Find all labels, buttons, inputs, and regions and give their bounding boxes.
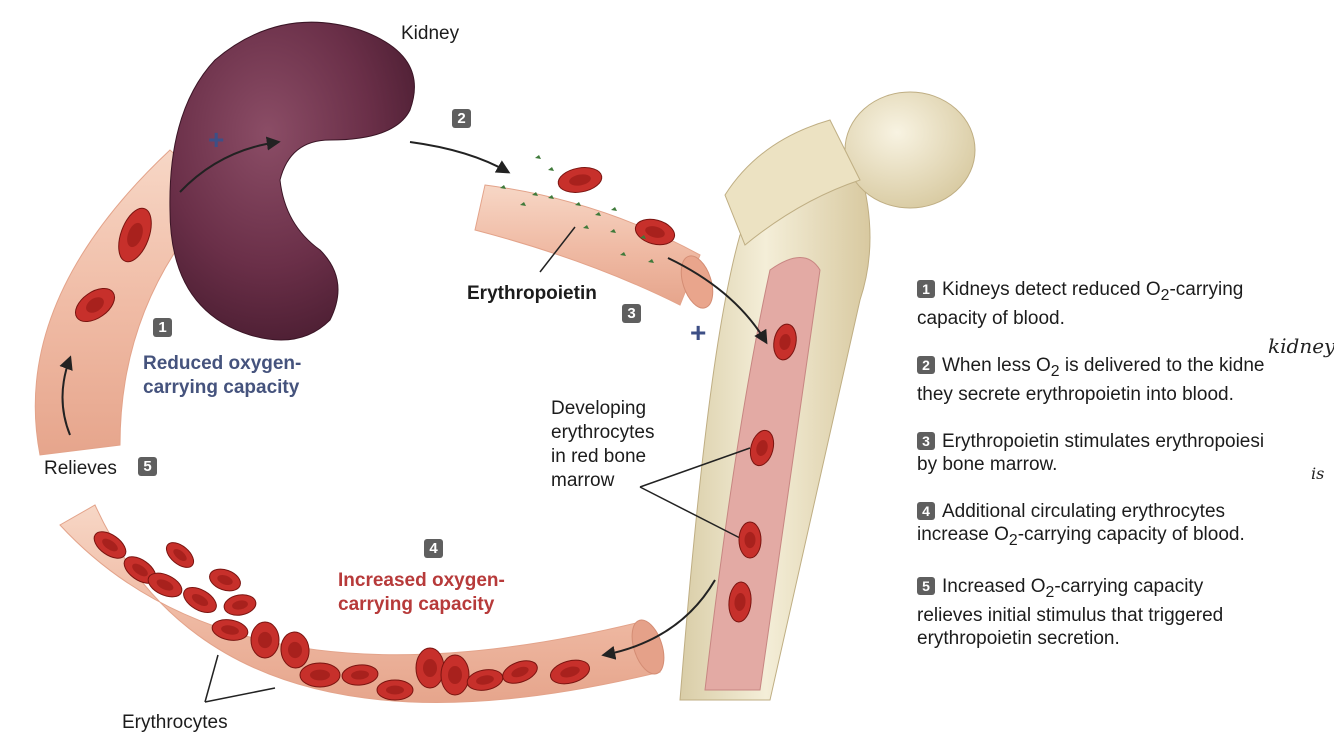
step-badge-4: 4 <box>424 539 443 558</box>
pointer-erythrocytes-2 <box>205 688 275 702</box>
kidney-illustration <box>170 22 415 340</box>
erythrocyte-center <box>258 632 272 648</box>
erythrocyte-center <box>745 532 756 548</box>
step-number-badge: 2 <box>917 356 935 374</box>
kidney-label: Kidney <box>401 22 459 45</box>
developing-label-line1: Developing <box>551 397 646 420</box>
step-number-badge: 4 <box>917 502 935 520</box>
increased-capacity-label-line2: carrying capacity <box>338 593 494 616</box>
erythrocyte-center <box>448 666 462 684</box>
developing-label-line3: in red bone <box>551 445 646 468</box>
erythrocytes-label: Erythrocytes <box>122 711 228 734</box>
step-badge-3: 3 <box>622 304 641 323</box>
stimulus-plus-sign-2: + <box>690 319 706 347</box>
pointer-erythrocytes-1 <box>205 655 218 702</box>
erythropoietin-molecule <box>535 155 541 159</box>
reduced-capacity-label-line1: Reduced oxygen- <box>143 352 301 375</box>
step-number-badge: 5 <box>917 577 935 595</box>
erythrocyte-center <box>386 686 404 695</box>
step-badge-1: 1 <box>153 318 172 337</box>
step-badge-2: 2 <box>452 109 471 128</box>
erythrocyte-center <box>423 659 437 677</box>
stimulus-plus-sign-1: + <box>208 126 224 154</box>
step-number-badge: 1 <box>917 280 935 298</box>
femur-head <box>845 92 975 208</box>
arrow-kidney-to-vessel <box>410 142 508 172</box>
handwritten-is-note: is <box>1311 464 1324 483</box>
erythropoietin-label: Erythropoietin <box>467 282 597 305</box>
erythropoietin-molecule <box>548 167 554 171</box>
step-badge-5: 5 <box>138 457 157 476</box>
reduced-capacity-label-line2: carrying capacity <box>143 376 299 399</box>
handwritten-kidneys-note: kidneys <box>1268 334 1334 358</box>
developing-label-line2: erythrocytes <box>551 421 654 444</box>
relieves-label: Relieves <box>44 457 117 480</box>
step-number-badge: 3 <box>917 432 935 450</box>
erythrocyte-center <box>310 670 330 681</box>
erythropoietin-molecule <box>611 207 617 211</box>
developing-label-line4: marrow <box>551 469 614 492</box>
increased-capacity-label-line1: Increased oxygen- <box>338 569 505 592</box>
